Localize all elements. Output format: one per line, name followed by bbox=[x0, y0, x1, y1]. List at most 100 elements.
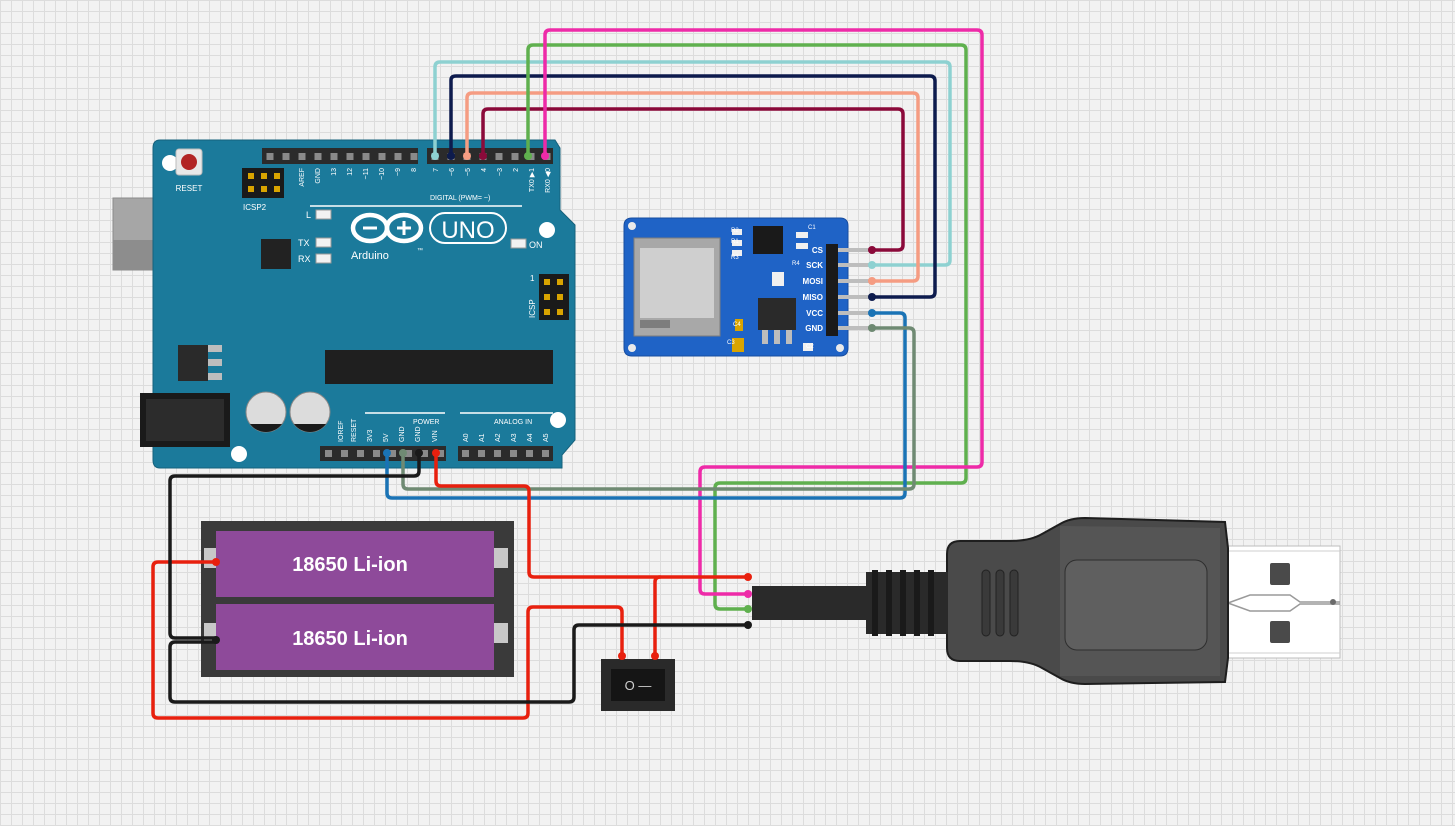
sd-component-label: C4 bbox=[733, 322, 741, 328]
header-pin[interactable] bbox=[494, 450, 501, 457]
wire-salmon bbox=[465, 91, 920, 283]
battery-holder[interactable]: 18650 Li-ion 18650 Li-ion bbox=[201, 521, 514, 677]
analog-pin-label: A1 bbox=[479, 433, 486, 442]
header-pin[interactable] bbox=[298, 153, 306, 160]
header-pin[interactable] bbox=[373, 450, 380, 457]
digital-pin-label: ~5 bbox=[465, 168, 472, 176]
analog-pin-label: A3 bbox=[511, 433, 518, 442]
rx-led bbox=[315, 253, 332, 264]
header-pin[interactable] bbox=[542, 450, 549, 457]
header-pin[interactable] bbox=[495, 153, 503, 160]
header-pin[interactable] bbox=[510, 450, 517, 457]
digital-pin-label: 2 bbox=[513, 168, 520, 172]
analog-pin-label: A0 bbox=[463, 433, 470, 442]
arduino-pcb bbox=[152, 139, 576, 469]
battery-cell: 18650 Li-ion bbox=[204, 604, 508, 670]
digital-pin-label: RX0 ◀0 bbox=[545, 168, 552, 193]
wire-teal bbox=[433, 60, 952, 267]
analog-label: ANALOG IN bbox=[494, 419, 532, 426]
sd-header-pin[interactable] bbox=[838, 248, 872, 252]
header-pin[interactable] bbox=[341, 450, 348, 457]
mounting-hole bbox=[539, 222, 555, 238]
atmega-chip bbox=[325, 350, 553, 384]
digital-pin-label: TX0 ▶1 bbox=[529, 168, 536, 192]
sd-component-label: C2 bbox=[806, 344, 814, 350]
voltage-regulator bbox=[178, 345, 222, 381]
header-pin[interactable] bbox=[405, 450, 412, 457]
wire-red bbox=[434, 451, 750, 579]
header-pin[interactable] bbox=[330, 153, 338, 160]
digital-pin-label: ~10 bbox=[379, 168, 386, 180]
battery-label: 18650 Li-ion bbox=[292, 554, 408, 576]
header-pin[interactable] bbox=[325, 450, 332, 457]
sd-component-label: R4 bbox=[792, 261, 800, 267]
wire-gray bbox=[401, 326, 916, 491]
header-pin[interactable] bbox=[389, 450, 396, 457]
header-pin[interactable] bbox=[394, 153, 402, 160]
wire-maroon bbox=[481, 107, 905, 252]
header-pin[interactable] bbox=[410, 153, 418, 160]
header-pin[interactable] bbox=[378, 153, 386, 160]
header-pin[interactable] bbox=[266, 153, 274, 160]
digital-pin-label: 4 bbox=[481, 168, 488, 172]
l-led-label: L bbox=[306, 210, 311, 220]
rocker-switch[interactable]: O — bbox=[601, 659, 675, 711]
usb-a-plug[interactable] bbox=[752, 516, 1341, 686]
sd-component-label: C1 bbox=[808, 225, 816, 231]
tx-led bbox=[315, 237, 332, 248]
digital-pin-label: ~11 bbox=[363, 168, 370, 179]
sd-pin-header bbox=[826, 244, 838, 336]
sd-header-pin[interactable] bbox=[838, 326, 872, 330]
header-pin[interactable] bbox=[478, 450, 485, 457]
power-pin-label: RESET bbox=[351, 418, 358, 442]
header-pin[interactable] bbox=[362, 153, 370, 160]
wire-black bbox=[168, 451, 421, 640]
header-pin[interactable] bbox=[526, 450, 533, 457]
digital-pin-label: GND bbox=[315, 168, 322, 184]
mounting-hole bbox=[550, 412, 566, 428]
battery-cell: 18650 Li-ion bbox=[204, 531, 508, 597]
digital-pin-label: ~6 bbox=[449, 168, 456, 176]
power-pin-label: VIN bbox=[432, 430, 439, 442]
power-pin-label: 5V bbox=[383, 433, 390, 442]
digital-label: DIGITAL (PWM= ~) bbox=[430, 195, 490, 202]
header-pin[interactable] bbox=[511, 153, 519, 160]
header-pin[interactable] bbox=[421, 450, 428, 457]
wire-blue bbox=[385, 311, 907, 500]
header-pin[interactable] bbox=[346, 153, 354, 160]
usb-cable bbox=[752, 586, 868, 620]
digital-pin-label: 8 bbox=[411, 168, 418, 172]
header-pin[interactable] bbox=[462, 450, 469, 457]
digital-pin-label: ~3 bbox=[497, 168, 504, 176]
capacitor bbox=[245, 391, 287, 433]
switch-symbol: O — bbox=[625, 678, 652, 693]
icsp-pin1-label: 1 bbox=[530, 274, 535, 283]
header-pin[interactable] bbox=[357, 450, 364, 457]
wire-navy bbox=[449, 74, 937, 299]
arduino-brand-text: Arduino bbox=[351, 250, 389, 262]
power-header bbox=[320, 446, 446, 461]
header-pin[interactable] bbox=[437, 450, 444, 457]
icsp2-label: ICSP2 bbox=[243, 203, 267, 212]
usb-chip bbox=[261, 239, 291, 269]
sd-header-pin[interactable] bbox=[838, 279, 872, 283]
power-pin-label: GND bbox=[415, 426, 422, 442]
rx-led-label: RX bbox=[298, 254, 311, 264]
arduino-logo: UNO Arduino ™ bbox=[350, 212, 507, 262]
capacitor bbox=[289, 391, 331, 433]
header-pin[interactable] bbox=[282, 153, 290, 160]
sd-header-pin[interactable] bbox=[838, 295, 872, 299]
analog-header bbox=[458, 446, 553, 461]
sd-component-label: R1 bbox=[731, 239, 739, 245]
digital-header-right bbox=[427, 148, 553, 164]
digital-pin-label: AREF bbox=[299, 168, 306, 187]
sd-header-pin[interactable] bbox=[838, 263, 872, 267]
mounting-hole bbox=[162, 155, 178, 171]
usb-strain-relief bbox=[866, 572, 948, 634]
header-pin[interactable] bbox=[314, 153, 322, 160]
sd-header-pin[interactable] bbox=[838, 311, 872, 315]
power-pin-label: 3V3 bbox=[367, 429, 374, 442]
